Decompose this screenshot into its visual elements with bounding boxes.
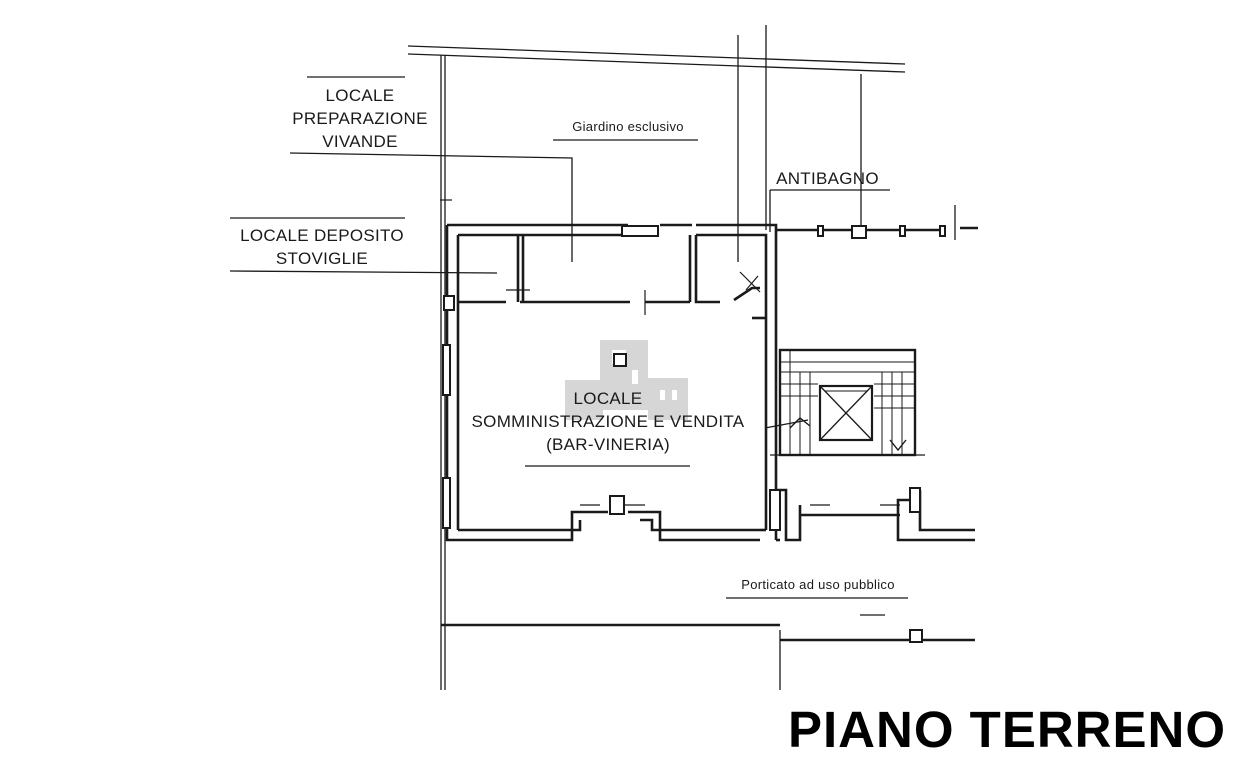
label-line: STOVIGLIE <box>275 249 369 268</box>
label-line: VIVANDE <box>322 132 398 151</box>
plan-title: PIANO TERRENO <box>788 701 1227 758</box>
label-line: LOCALE DEPOSITO <box>240 226 404 245</box>
label-antibagno: ANTIBAGNO <box>776 169 879 188</box>
label-line: SOMMINISTRAZIONE E VENDITA <box>471 412 745 431</box>
label-porticato: Porticato ad uso pubblico <box>741 577 895 592</box>
label-line: LOCALE <box>573 389 643 408</box>
label-line: PREPARAZIONE <box>292 109 428 128</box>
label-deposito: LOCALE DEPOSITO STOVIGLIE <box>222 224 422 270</box>
label-somministrazione: LOCALE SOMMINISTRAZIONE E VENDITA (BAR-V… <box>462 387 754 456</box>
label-preparazione: LOCALE PREPARAZIONE VIVANDE <box>282 84 438 153</box>
label-giardino: Giardino esclusivo <box>572 119 684 134</box>
label-line: LOCALE <box>325 86 395 105</box>
stair-lift-icon <box>770 348 925 457</box>
label-line: (BAR-VINERIA) <box>546 435 670 454</box>
